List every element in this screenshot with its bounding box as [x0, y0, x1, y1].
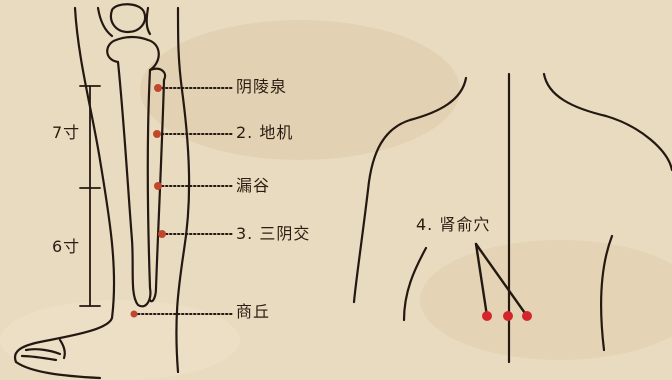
label-yinlingquan: 阴陵泉 [236, 78, 287, 96]
point-yinlingquan [154, 84, 162, 92]
label-shangqiu: 商丘 [236, 303, 270, 321]
measure-bracket [80, 86, 100, 306]
point-spine-center [503, 311, 513, 321]
right-shoulder [544, 74, 672, 170]
point-shenshu-left [482, 311, 492, 321]
label-lougu: 漏谷 [236, 177, 270, 195]
label-sanyinjiao: 3. 三阴交 [236, 225, 310, 243]
femur [98, 8, 112, 36]
measure-lower: 6寸 [52, 238, 80, 256]
point-diji [153, 130, 161, 138]
point-sanyinjiao [158, 230, 166, 238]
point-shenshu-right [522, 311, 532, 321]
point-shangqiu [131, 311, 138, 318]
label-diji: 2. 地机 [236, 124, 293, 142]
patella [111, 4, 145, 32]
measure-upper: 7寸 [52, 124, 80, 142]
back-points [482, 311, 532, 321]
point-lougu [154, 182, 162, 190]
label-shenshu: 4. 肾俞穴 [416, 216, 490, 234]
